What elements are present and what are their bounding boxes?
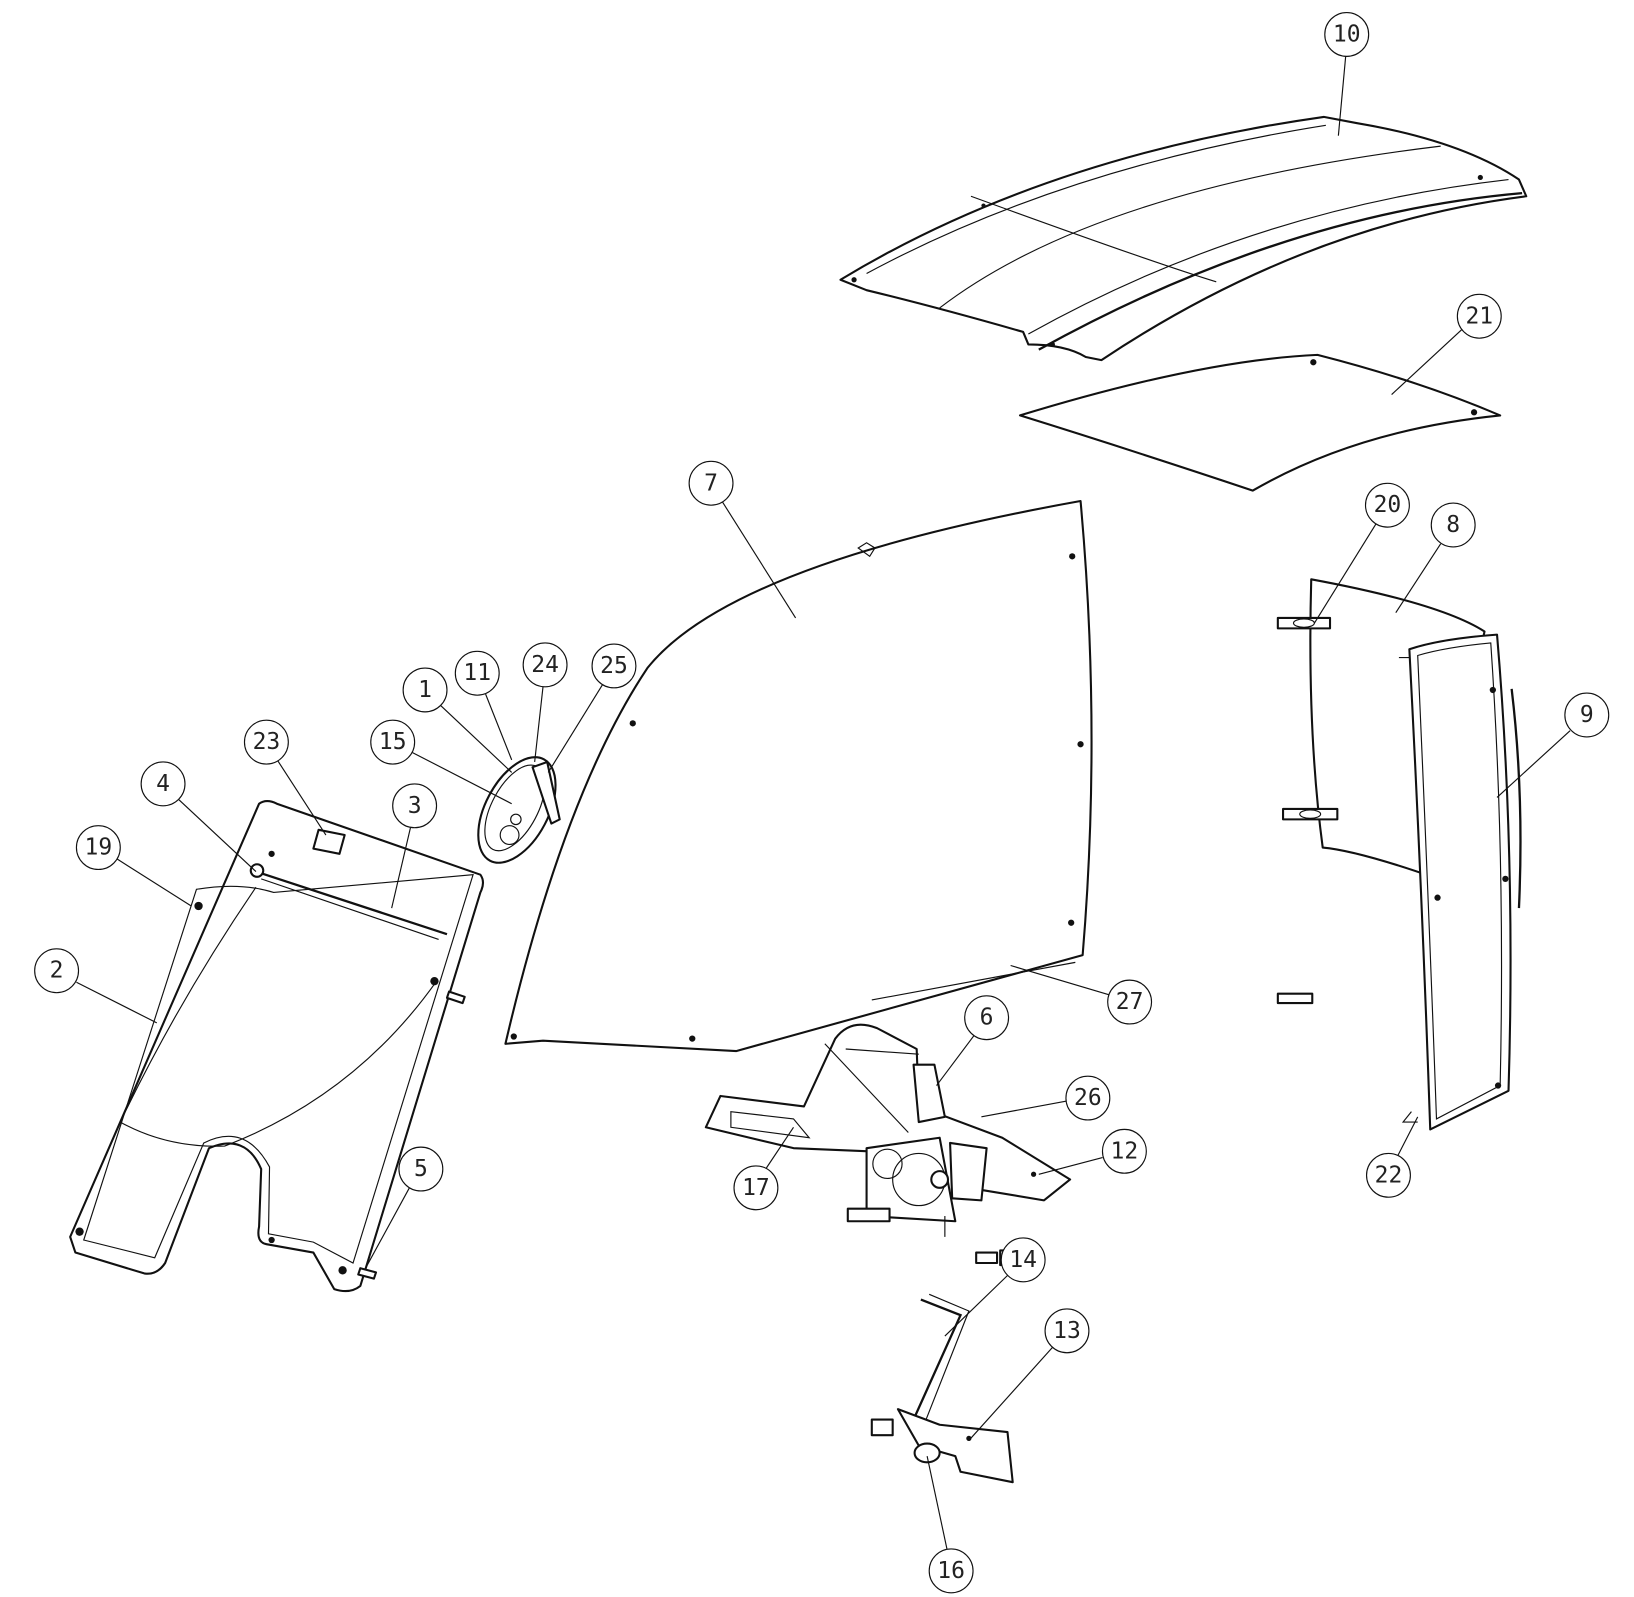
svg-text:13: 13 [1053,1318,1081,1344]
callout-4: 4 [140,761,257,872]
callout-19: 19 [75,825,192,907]
svg-text:10: 10 [1333,21,1361,47]
svg-text:4: 4 [156,771,170,797]
svg-text:23: 23 [253,729,281,755]
rear-panel [1398,633,1522,1131]
svg-text:25: 25 [600,653,628,679]
callout-27: 27 [1010,964,1153,1025]
svg-text:8: 8 [1446,512,1460,538]
svg-text:20: 20 [1374,492,1402,518]
lower-hinge-bracket [870,1249,1014,1484]
svg-text:22: 22 [1375,1162,1403,1188]
windshield-glass [504,499,1093,1053]
svg-text:5: 5 [414,1156,428,1182]
svg-text:6: 6 [980,1005,994,1031]
svg-text:17: 17 [742,1175,770,1201]
callout-20: 20 [1313,482,1410,624]
svg-text:14: 14 [1009,1247,1037,1273]
callout-5: 5 [365,1146,444,1269]
callout-9: 9 [1496,692,1610,798]
svg-text:19: 19 [85,835,113,861]
callout-7: 7 [688,460,797,619]
callout-6: 6 [936,995,1010,1086]
svg-text:26: 26 [1074,1085,1102,1111]
svg-text:3: 3 [408,793,422,819]
svg-text:7: 7 [704,470,718,496]
callout-1: 1 [402,667,513,773]
svg-text:12: 12 [1111,1138,1139,1164]
svg-text:15: 15 [379,729,407,755]
svg-text:27: 27 [1116,989,1144,1015]
svg-text:24: 24 [531,652,559,678]
door-panel [69,800,485,1293]
callout-13: 13 [968,1308,1090,1441]
callout-16: 16 [926,1455,974,1594]
callout-17: 17 [733,1126,794,1211]
svg-text:21: 21 [1465,303,1493,329]
callout-12: 12 [1038,1128,1147,1175]
callout-25: 25 [547,643,637,773]
callout-21: 21 [1391,293,1502,395]
callout-23: 23 [243,719,327,836]
headliner-sheet [1018,353,1502,492]
callout-2: 2 [34,948,158,1024]
side-mirror [477,756,561,864]
callout-10: 10 [1324,11,1370,136]
callout-8: 8 [1395,502,1476,614]
svg-text:1: 1 [418,677,432,703]
svg-text:9: 9 [1580,702,1594,728]
callout-24: 24 [522,642,568,763]
svg-text:16: 16 [937,1558,965,1584]
roof-panel [839,115,1528,362]
callout-14: 14 [944,1237,1046,1337]
callout-11: 11 [454,650,513,761]
door-frame-assembly [704,1023,1072,1237]
svg-text:11: 11 [463,660,491,686]
callout-22: 22 [1365,1116,1419,1198]
callout-26: 26 [981,1075,1111,1121]
svg-text:2: 2 [50,958,64,984]
callout-3: 3 [391,783,438,909]
callout-15: 15 [370,719,512,805]
